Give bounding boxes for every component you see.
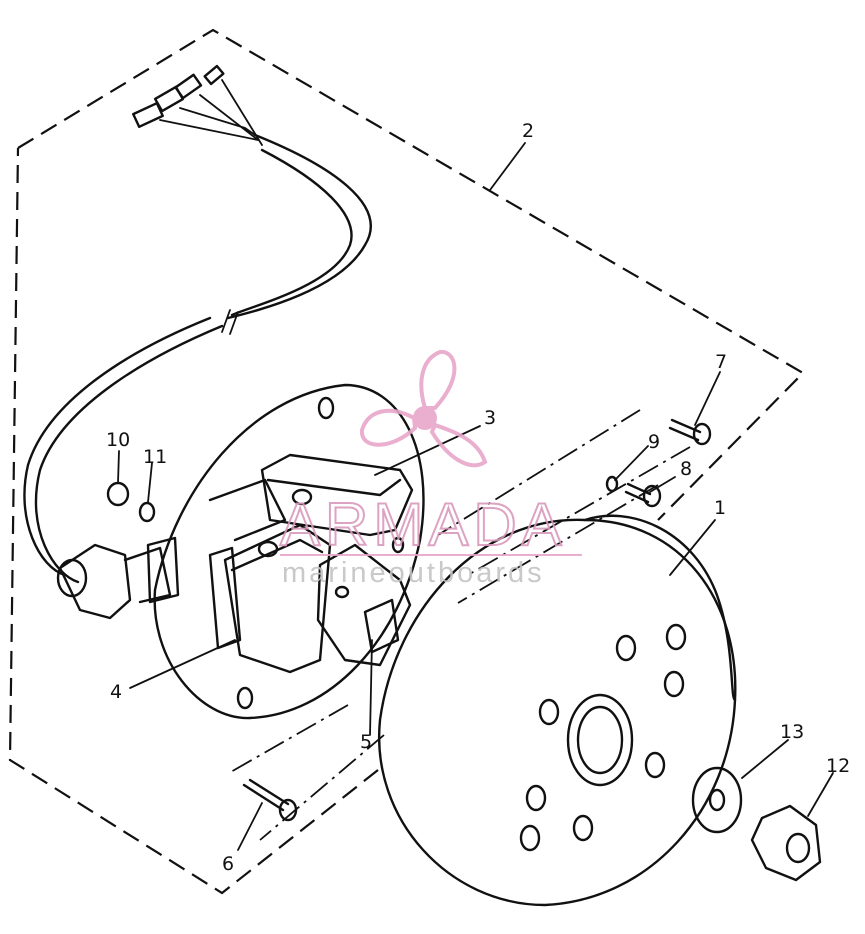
- washer-11: [138, 501, 156, 523]
- callout-3: 3: [484, 407, 496, 429]
- screw-8: [624, 482, 662, 508]
- watermark-tagline: marineoutboards: [282, 557, 545, 589]
- callout-7: 7: [715, 351, 727, 373]
- wire-harness: [23, 64, 372, 584]
- callout-10: 10: [106, 429, 130, 451]
- callout-12: 12: [826, 755, 850, 777]
- watermark-brand: ARMADA: [280, 491, 567, 558]
- callout-13: 13: [780, 721, 804, 743]
- callout-4: 4: [110, 681, 122, 703]
- leader-lines: [117, 142, 834, 851]
- callout-8: 8: [680, 458, 692, 480]
- screw-7: [668, 418, 712, 446]
- screw-10: [106, 481, 130, 507]
- callout-5: 5: [360, 731, 372, 753]
- flywheel-nut: [750, 804, 822, 882]
- pulser-coil: [208, 453, 414, 542]
- stator-plate: [153, 383, 425, 720]
- callout-6: 6: [222, 853, 234, 875]
- watermark-logo: ARMADA marineoutboards: [279, 349, 582, 589]
- mounting-lines: [228, 409, 691, 841]
- lighting-coil: [316, 543, 412, 667]
- charge-coil: [146, 523, 332, 674]
- flywheel-rotor: [377, 514, 737, 907]
- washer-9: [605, 475, 619, 493]
- flywheel-washer: [691, 766, 743, 834]
- callout-9: 9: [648, 431, 660, 453]
- assembly-boundary: [8, 28, 805, 895]
- callout-2: 2: [522, 120, 534, 142]
- screw-6: [242, 778, 298, 822]
- callout-labels: 1 2 3 4 5 6 7 8 9 10 11 12 13: [106, 120, 850, 875]
- callout-11: 11: [143, 446, 167, 468]
- callout-1: 1: [714, 497, 726, 519]
